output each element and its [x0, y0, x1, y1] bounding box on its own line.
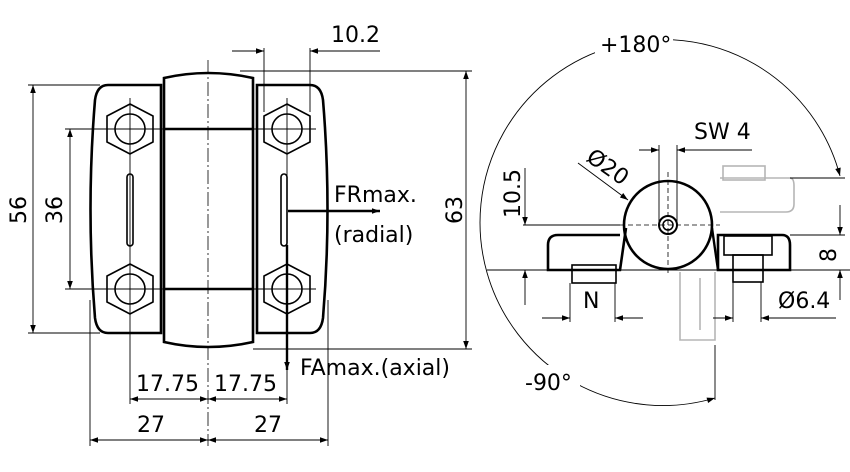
right-base [716, 233, 792, 272]
dim-half-width-left: 27 [137, 413, 165, 438]
hole-diameter-label: Ø6.4 [778, 289, 830, 314]
plate-thickness-label: 8 [817, 248, 842, 262]
right-slot [280, 173, 288, 247]
radial-load-sub: (radial) [334, 223, 413, 248]
radial-load-label: FRmax. [334, 183, 417, 208]
barrel-diameter-label: Ø20 [582, 144, 633, 190]
nut-n [571, 264, 617, 284]
barrel-circle [622, 179, 714, 271]
dim-total-height: 63 [443, 196, 468, 224]
dim-hole-offset-left: 17.75 [136, 372, 199, 397]
dim-hole-offset-right: 17.75 [214, 372, 277, 397]
dim-hole-spacing: 36 [43, 196, 68, 224]
left-leaf [89, 83, 163, 335]
axis-height-label: 10.5 [501, 169, 526, 218]
dim-half-width-right: 27 [254, 413, 282, 438]
nut-label: N [583, 289, 599, 314]
hinge-barrel [162, 71, 255, 349]
right-leaf [255, 83, 329, 335]
angle-min-label: -90° [525, 371, 572, 396]
left-base [546, 227, 628, 272]
dim-plate-height: 56 [7, 196, 32, 224]
front-view: 10.2 63 56 36 FRmax. (radial) FAmax.(axi… [7, 23, 472, 446]
axial-load-label: FAmax.(axial) [300, 356, 450, 381]
wrench-size-label: SW 4 [694, 120, 751, 145]
swing-arc [479, 39, 841, 406]
nut-hex-icons [106, 103, 311, 315]
dim-offset: 10.2 [331, 23, 380, 48]
side-view: +180° -90° SW 4 Ø20 10.5 [479, 30, 850, 406]
angle-max-label: +180° [600, 33, 671, 58]
